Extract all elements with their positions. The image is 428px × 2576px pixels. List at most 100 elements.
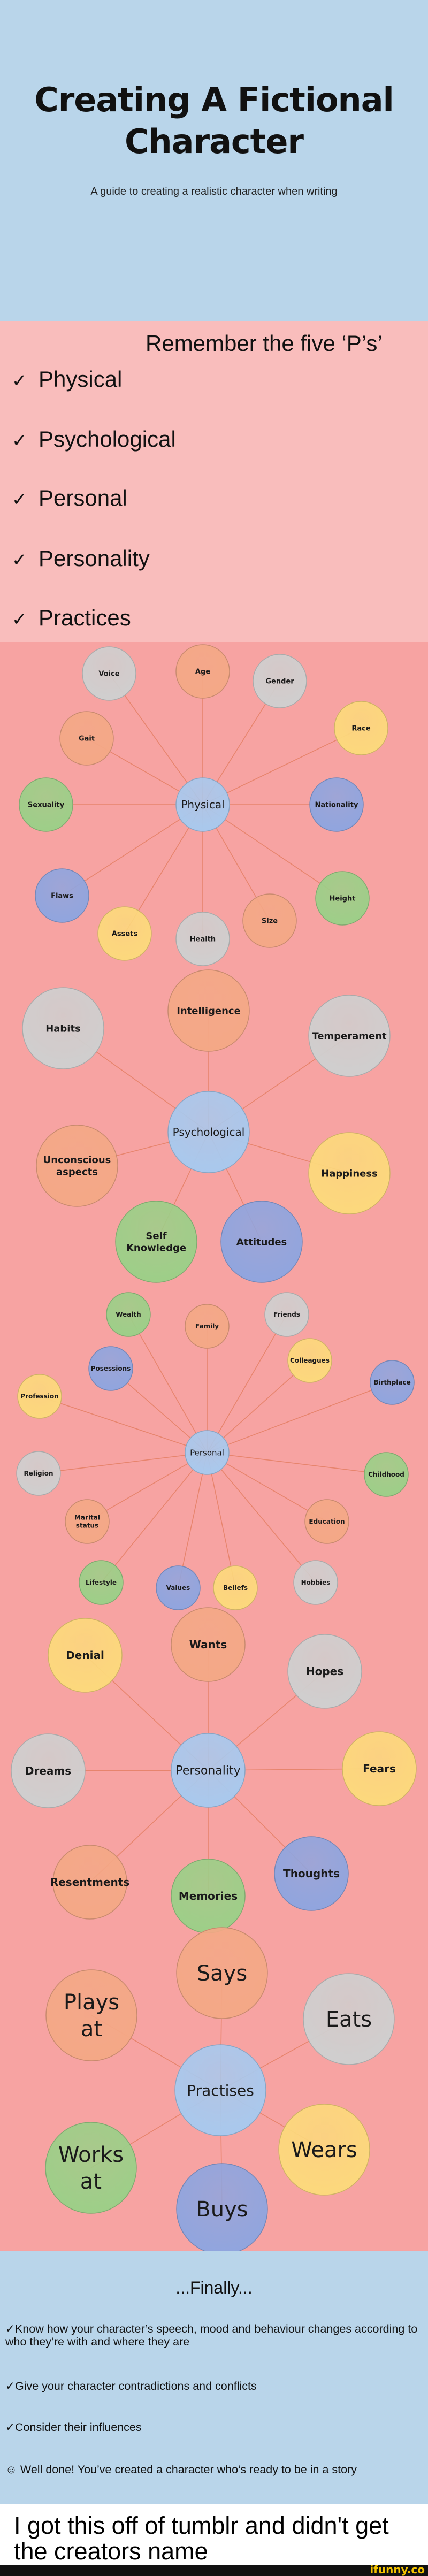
node-age: Age: [175, 644, 230, 699]
connector-line: [101, 1452, 208, 1583]
five-ps-item: ✓Physical: [12, 366, 122, 392]
node-circle: [287, 1634, 362, 1709]
node-label: Assets: [112, 930, 138, 938]
node-circle: [342, 1731, 417, 1806]
node-dreams: Dreams: [11, 1733, 86, 1808]
node-circle: [22, 987, 104, 1069]
node-label: Denial: [66, 1649, 104, 1662]
node-label: Beliefs: [223, 1584, 248, 1592]
node-circle: [79, 1560, 124, 1605]
node-label: Education: [309, 1518, 345, 1525]
node-assets: Assets: [97, 906, 152, 961]
node-nationality: Nationality: [309, 777, 364, 832]
five-ps-item: ✓ Personal: [12, 485, 127, 511]
connector-line: [207, 1452, 387, 1475]
node-label: Friends: [273, 1311, 300, 1318]
node-friends: Friends: [264, 1292, 309, 1337]
center-circle: [167, 1091, 250, 1173]
connector-line: [207, 1452, 327, 1522]
node-circle: [59, 711, 114, 766]
node-label: Dreams: [25, 1764, 71, 1777]
node-label: Psychological: [173, 1126, 245, 1138]
node-circle: [52, 1845, 127, 1920]
connector-line: [202, 728, 362, 805]
node-gait: Gait: [59, 711, 114, 766]
node-profession: Profession: [17, 1374, 62, 1419]
node-circle: [308, 1132, 391, 1214]
connector-line: [202, 804, 343, 899]
node-label: Lifestyle: [86, 1579, 117, 1586]
node-posessions: Posessions: [88, 1346, 133, 1391]
subtitle: A guide to creating a realistic characte…: [90, 186, 338, 197]
node-wears: Wears: [278, 2104, 370, 2196]
center-node: Psychological: [167, 1091, 250, 1173]
node-label: Works: [58, 2143, 124, 2167]
node-label: Height: [330, 895, 356, 903]
node-circle: [293, 1560, 338, 1605]
five-ps-label: Physical: [39, 366, 123, 392]
node-circle: [308, 995, 391, 1077]
node-label: Health: [190, 936, 216, 944]
finally-heading: ...Finally...: [175, 2278, 253, 2297]
node-label: Age: [195, 668, 210, 676]
node-hobbies: Hobbies: [293, 1560, 338, 1605]
node-label: Habits: [45, 1023, 81, 1034]
node-denial: Denial: [48, 1618, 123, 1693]
node-label: Temperament: [312, 1030, 387, 1042]
connector-line: [207, 1360, 310, 1453]
node-circle: [11, 1733, 86, 1808]
node-birthplace: Birthplace: [370, 1360, 415, 1405]
node-circle: [36, 1125, 118, 1207]
node-size: Size: [242, 893, 297, 948]
node-label: status: [76, 1522, 98, 1530]
node-happiness: Happiness: [308, 1132, 391, 1214]
finally-item: ✓Give your character contradictions and …: [5, 2380, 257, 2392]
node-lifestyle: Lifestyle: [79, 1560, 124, 1605]
node-label: Intelligence: [177, 1005, 241, 1016]
node-label: Resentments: [50, 1876, 129, 1889]
node-label: Says: [197, 1961, 247, 1986]
node-label: Hopes: [306, 1665, 343, 1678]
title-line-1: Creating A Fictional: [34, 80, 394, 119]
node-circle: [45, 1969, 137, 2061]
center-node: Practises: [174, 2044, 266, 2136]
node-says: Says: [176, 1927, 268, 2019]
node-label: Personal: [190, 1448, 224, 1457]
node-label: at: [81, 2017, 102, 2042]
connector-line: [87, 1452, 208, 1522]
node-circle: [82, 646, 136, 701]
node-label: Unconscious: [43, 1155, 111, 1166]
node-religion: Religion: [16, 1451, 61, 1496]
node-circle: [304, 1499, 349, 1544]
node-label: Personality: [175, 1764, 240, 1778]
node-label: Hobbies: [301, 1579, 331, 1586]
node-label: Values: [166, 1584, 190, 1592]
node-label: Race: [351, 725, 370, 733]
node-race: Race: [334, 701, 388, 755]
check-icon: ✓: [12, 490, 27, 510]
node-label: Fears: [363, 1762, 396, 1775]
node-resentments: Resentments: [50, 1845, 129, 1920]
five-ps-panel: Remember the five ‘P’s’ ✓Physical✓Psycho…: [0, 321, 428, 642]
node-wants: Wants: [171, 1607, 246, 1682]
node-intelligence: Intelligence: [167, 969, 250, 1052]
node-label: Buys: [196, 2197, 248, 2222]
node-label: Posessions: [91, 1365, 131, 1372]
node-family: Family: [185, 1304, 230, 1349]
five-ps-item: ✓Practices: [12, 605, 131, 631]
node-attitudes: Attitudes: [220, 1201, 303, 1283]
node-label: Flaws: [51, 892, 73, 900]
title-panel: Creating A Fictional Character A guide t…: [0, 0, 428, 321]
five-ps-label: Personal: [39, 485, 127, 510]
node-circle: [309, 777, 364, 832]
node-label: Family: [195, 1323, 219, 1330]
node-circle: [264, 1292, 309, 1337]
node-voice: Voice: [82, 646, 136, 701]
node-label: Sexuality: [28, 801, 65, 809]
finally-item: ✓Consider their influences: [5, 2421, 142, 2434]
